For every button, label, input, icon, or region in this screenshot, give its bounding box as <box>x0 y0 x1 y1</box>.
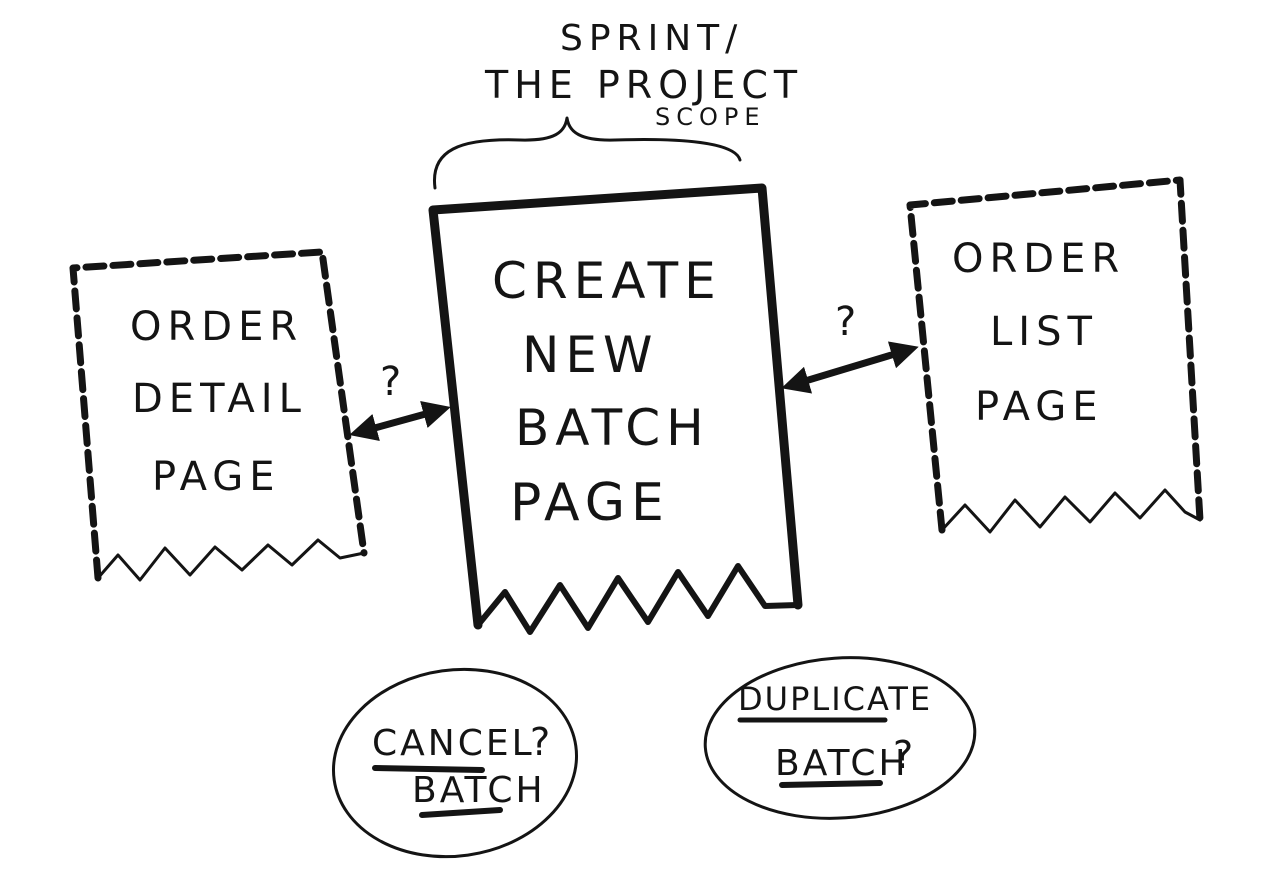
scope-annotation: SPRINT/ THE PROJECT SCOPE <box>432 18 803 190</box>
page-order-detail: ORDER DETAIL PAGE <box>69 248 368 582</box>
action-cancel-batch: CANCEL BATCH ? <box>331 667 579 859</box>
page-order-detail-torn-edge <box>96 538 366 582</box>
action-duplicate-batch-underline-2 <box>779 780 883 788</box>
page-create-new-batch: CREATE NEW BATCH PAGE <box>428 183 803 635</box>
page-create-new-batch-torn-edge <box>475 563 801 635</box>
page-order-list-line-1: ORDER <box>952 236 1125 282</box>
scope-annotation-line-2: THE PROJECT <box>484 63 803 107</box>
scope-brace <box>432 116 742 190</box>
page-create-new-batch-outline <box>428 183 803 630</box>
page-order-list-outline <box>906 176 1204 534</box>
page-create-new-batch-line-4: PAGE <box>510 473 670 533</box>
connection-create-to-list-arrow <box>781 341 919 394</box>
action-cancel-batch-word-2: BATCH <box>412 770 546 811</box>
page-create-new-batch-line-3: BATCH <box>515 399 710 457</box>
action-duplicate-batch-suffix: ? <box>893 733 919 777</box>
page-order-detail-outline <box>69 248 368 582</box>
action-duplicate-batch-word-1: DUPLICATE <box>738 680 932 718</box>
action-cancel-batch-word-1: CANCEL <box>372 723 535 764</box>
page-create-new-batch-line-2: NEW <box>522 326 658 384</box>
action-duplicate-batch: DUPLICATE BATCH ? <box>703 656 977 820</box>
page-order-detail-line-3: PAGE <box>152 454 281 500</box>
page-create-new-batch-line-1: CREATE <box>492 252 722 310</box>
page-order-list-line-3: PAGE <box>975 384 1104 430</box>
action-duplicate-batch-ellipse <box>703 656 977 820</box>
action-duplicate-batch-word-2: BATCH <box>775 743 909 784</box>
action-cancel-batch-underline-1 <box>372 765 485 773</box>
page-order-list-torn-edge <box>940 488 1202 534</box>
page-order-detail-line-1: ORDER <box>130 304 303 350</box>
page-order-detail-line-2: DETAIL <box>132 376 307 422</box>
scope-annotation-line-1: SPRINT/ <box>560 18 743 59</box>
action-cancel-batch-suffix: ? <box>530 720 556 764</box>
action-cancel-batch-underline-2 <box>419 807 503 818</box>
connection-create-to-list-label: ? <box>835 299 862 345</box>
connection-create-to-list: ? <box>781 299 919 394</box>
connection-detail-to-create: ? <box>349 359 451 442</box>
page-order-list-line-2: LIST <box>990 309 1098 355</box>
action-cancel-batch-ellipse <box>331 667 579 859</box>
scope-annotation-line-3: SCOPE <box>655 103 766 131</box>
connection-detail-to-create-arrow <box>349 400 451 442</box>
page-order-list: ORDER LIST PAGE <box>906 176 1204 534</box>
connection-detail-to-create-label: ? <box>380 359 407 405</box>
